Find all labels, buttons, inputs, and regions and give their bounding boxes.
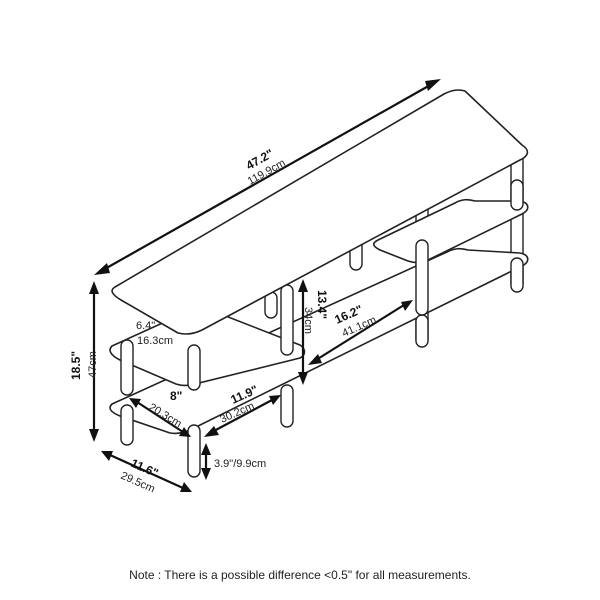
top-gap-dimension: 6.4" 16.3cm [136,320,173,347]
measurement-note: Note : There is a possible difference <0… [129,568,471,582]
height-cm-label: 47cm [87,351,99,378]
clearance-dimension: 3.9"/9.9cm [201,443,266,480]
mid-gap-in-label: 13.4" [315,290,329,319]
lower-posts [120,257,524,478]
shelf-depth-in-label: 8" [170,389,182,403]
top-gap-in-label: 6.4" [136,320,155,332]
mid-gap-cm-label: 34cm [302,307,314,334]
mid-gap-dimension: 13.4" 34cm [298,279,329,385]
height-in-label: 18.5" [69,351,83,380]
middle-posts [120,179,524,396]
top-shelf [111,89,529,335]
depth-dimension: 11.6" 29.5cm [101,451,192,495]
top-gap-cm-label: 16.3cm [137,335,173,347]
clearance-label: 3.9"/9.9cm [214,458,266,470]
height-dimension: 18.5" 47cm [69,281,99,442]
